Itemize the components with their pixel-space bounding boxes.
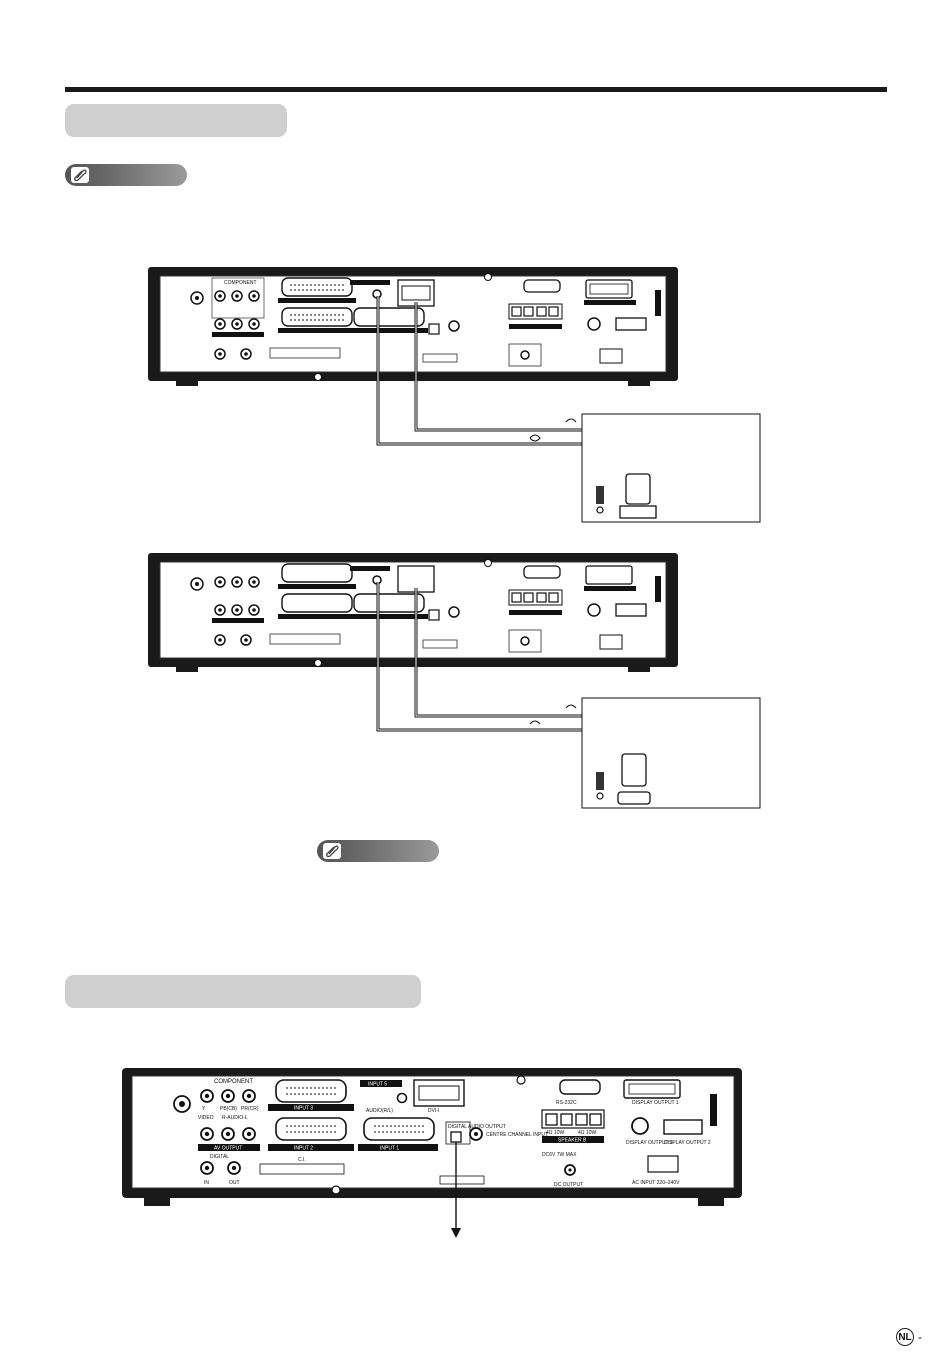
display-output-3-label: DISPLAY OUTPUT 3	[626, 1140, 673, 1146]
analog-rgb-connection-diagram	[148, 553, 761, 809]
speaker-ohm-right: 4Ω 10W	[578, 1130, 596, 1136]
pr-label: PR(CR)	[241, 1106, 259, 1112]
r-audio-l-label: R-AUDIO-L	[222, 1115, 248, 1121]
digital-audio-output-label: DIGITAL AUDIO OUTPUT	[448, 1124, 506, 1130]
pb-label: PB(CB)	[220, 1106, 237, 1112]
digital-audio-output-diagram: COMPONENT Y PB(CB) PR(CR) VIDEO R-AUDIO-…	[122, 1068, 742, 1238]
component-label: COMPONENT	[214, 1079, 253, 1085]
ac-input-label: AC INPUT 220–240V	[632, 1180, 680, 1186]
top-rule	[65, 87, 887, 92]
input5-label: INPUT 5	[368, 1082, 387, 1088]
paperclip-icon	[323, 843, 341, 859]
input1-label: INPUT 1	[380, 1146, 399, 1152]
paperclip-icon	[71, 167, 89, 183]
input2-label: INPUT 2	[294, 1146, 313, 1152]
dc-output-label: DC OUTPUT	[554, 1182, 583, 1188]
out-label: OUT	[229, 1180, 240, 1186]
component-label: COMPONENT	[224, 280, 257, 286]
y-label: Y	[202, 1106, 206, 1112]
video-label: VIDEO	[198, 1115, 214, 1121]
centre-channel-input-label: CENTRE CHANNEL INPUT	[486, 1132, 548, 1138]
display-output-1-label: DISPLAY OUTPUT 1	[632, 1100, 679, 1106]
rs232c-label: RS-232C	[556, 1100, 577, 1106]
av-output-label: AV OUTPUT	[214, 1146, 242, 1152]
note-tag-1	[65, 164, 187, 186]
dvi-connection-diagram: COMPONENT	[148, 267, 761, 523]
audio-rl-label: AUDIO(R/L)	[366, 1108, 393, 1114]
speaker-ohm-left: 4Ω 10W	[546, 1130, 564, 1136]
section-heading-1	[65, 104, 287, 137]
digital-label: DIGITAL	[210, 1154, 229, 1160]
section-heading-2	[65, 975, 421, 1008]
dc-max-label: DC6V 7W MAX	[542, 1152, 577, 1158]
input3-label: INPUT 3	[294, 1106, 313, 1112]
dvi-i-label: DVI-I	[428, 1108, 439, 1114]
ci-label: C.I.	[298, 1157, 306, 1163]
page-dash: -	[918, 1330, 922, 1344]
language-code: NL	[898, 1331, 912, 1343]
display-output-2-label: DISPLAY OUTPUT 2	[664, 1140, 711, 1146]
note-tag-2	[317, 840, 439, 862]
language-badge: NL	[896, 1328, 914, 1346]
in-label: IN	[204, 1180, 209, 1186]
speaker-b-label: SPEAKER B	[558, 1138, 587, 1144]
down-arrow-icon	[451, 1228, 461, 1238]
